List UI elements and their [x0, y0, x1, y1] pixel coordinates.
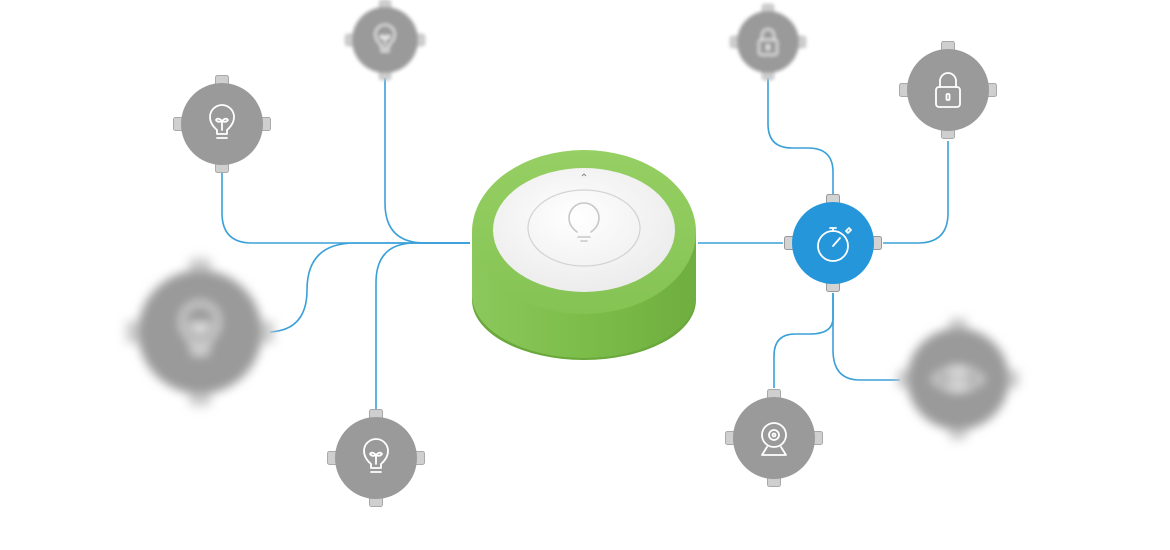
wire-timer-to-camera	[773, 293, 834, 388]
node-lock-right[interactable]	[899, 41, 997, 139]
camera-icon	[761, 422, 787, 456]
hub-face	[493, 168, 675, 292]
central-hub[interactable]	[472, 150, 696, 360]
stopwatch-icon	[817, 227, 852, 262]
hub-bulb-icon	[568, 202, 600, 242]
wire-timer-to-lock-right	[883, 141, 949, 244]
bulb-icon	[209, 104, 235, 139]
node-eye-blurred[interactable]	[897, 318, 1019, 440]
hub-led-indicator	[581, 173, 587, 177]
node-bulb-left-blurred[interactable]	[126, 258, 274, 406]
wire-timer-to-eye	[832, 293, 900, 381]
node-bulb-bottom[interactable]	[327, 409, 425, 507]
node-bulb-top-left[interactable]	[173, 75, 271, 173]
node-camera[interactable]	[725, 389, 823, 487]
device-nodes	[126, 0, 1019, 507]
node-body	[737, 11, 799, 73]
node-body	[907, 328, 1009, 430]
lock-icon	[935, 72, 961, 108]
node-body	[792, 202, 874, 284]
lock-icon	[758, 28, 778, 56]
eye-icon	[932, 366, 984, 392]
hub-inner-ring	[527, 189, 641, 267]
wire-hub-to-bulb-left	[269, 242, 470, 333]
wire-timer-to-lock-top	[767, 74, 834, 195]
node-body	[733, 397, 815, 479]
node-timer[interactable]	[784, 194, 882, 292]
bulb-icon	[374, 23, 396, 52]
node-lock-top[interactable]	[730, 4, 806, 80]
bulb-icon	[180, 301, 220, 355]
wire-hub-to-bulb-top	[384, 78, 470, 244]
bulb-icon	[363, 438, 389, 473]
wire-hub-to-bulb-top-left	[221, 170, 470, 244]
wire-hub-to-bulb-bottom	[375, 242, 470, 412]
node-body	[907, 49, 989, 131]
connection-wires	[221, 74, 949, 412]
node-bulb-top[interactable]	[345, 0, 425, 80]
